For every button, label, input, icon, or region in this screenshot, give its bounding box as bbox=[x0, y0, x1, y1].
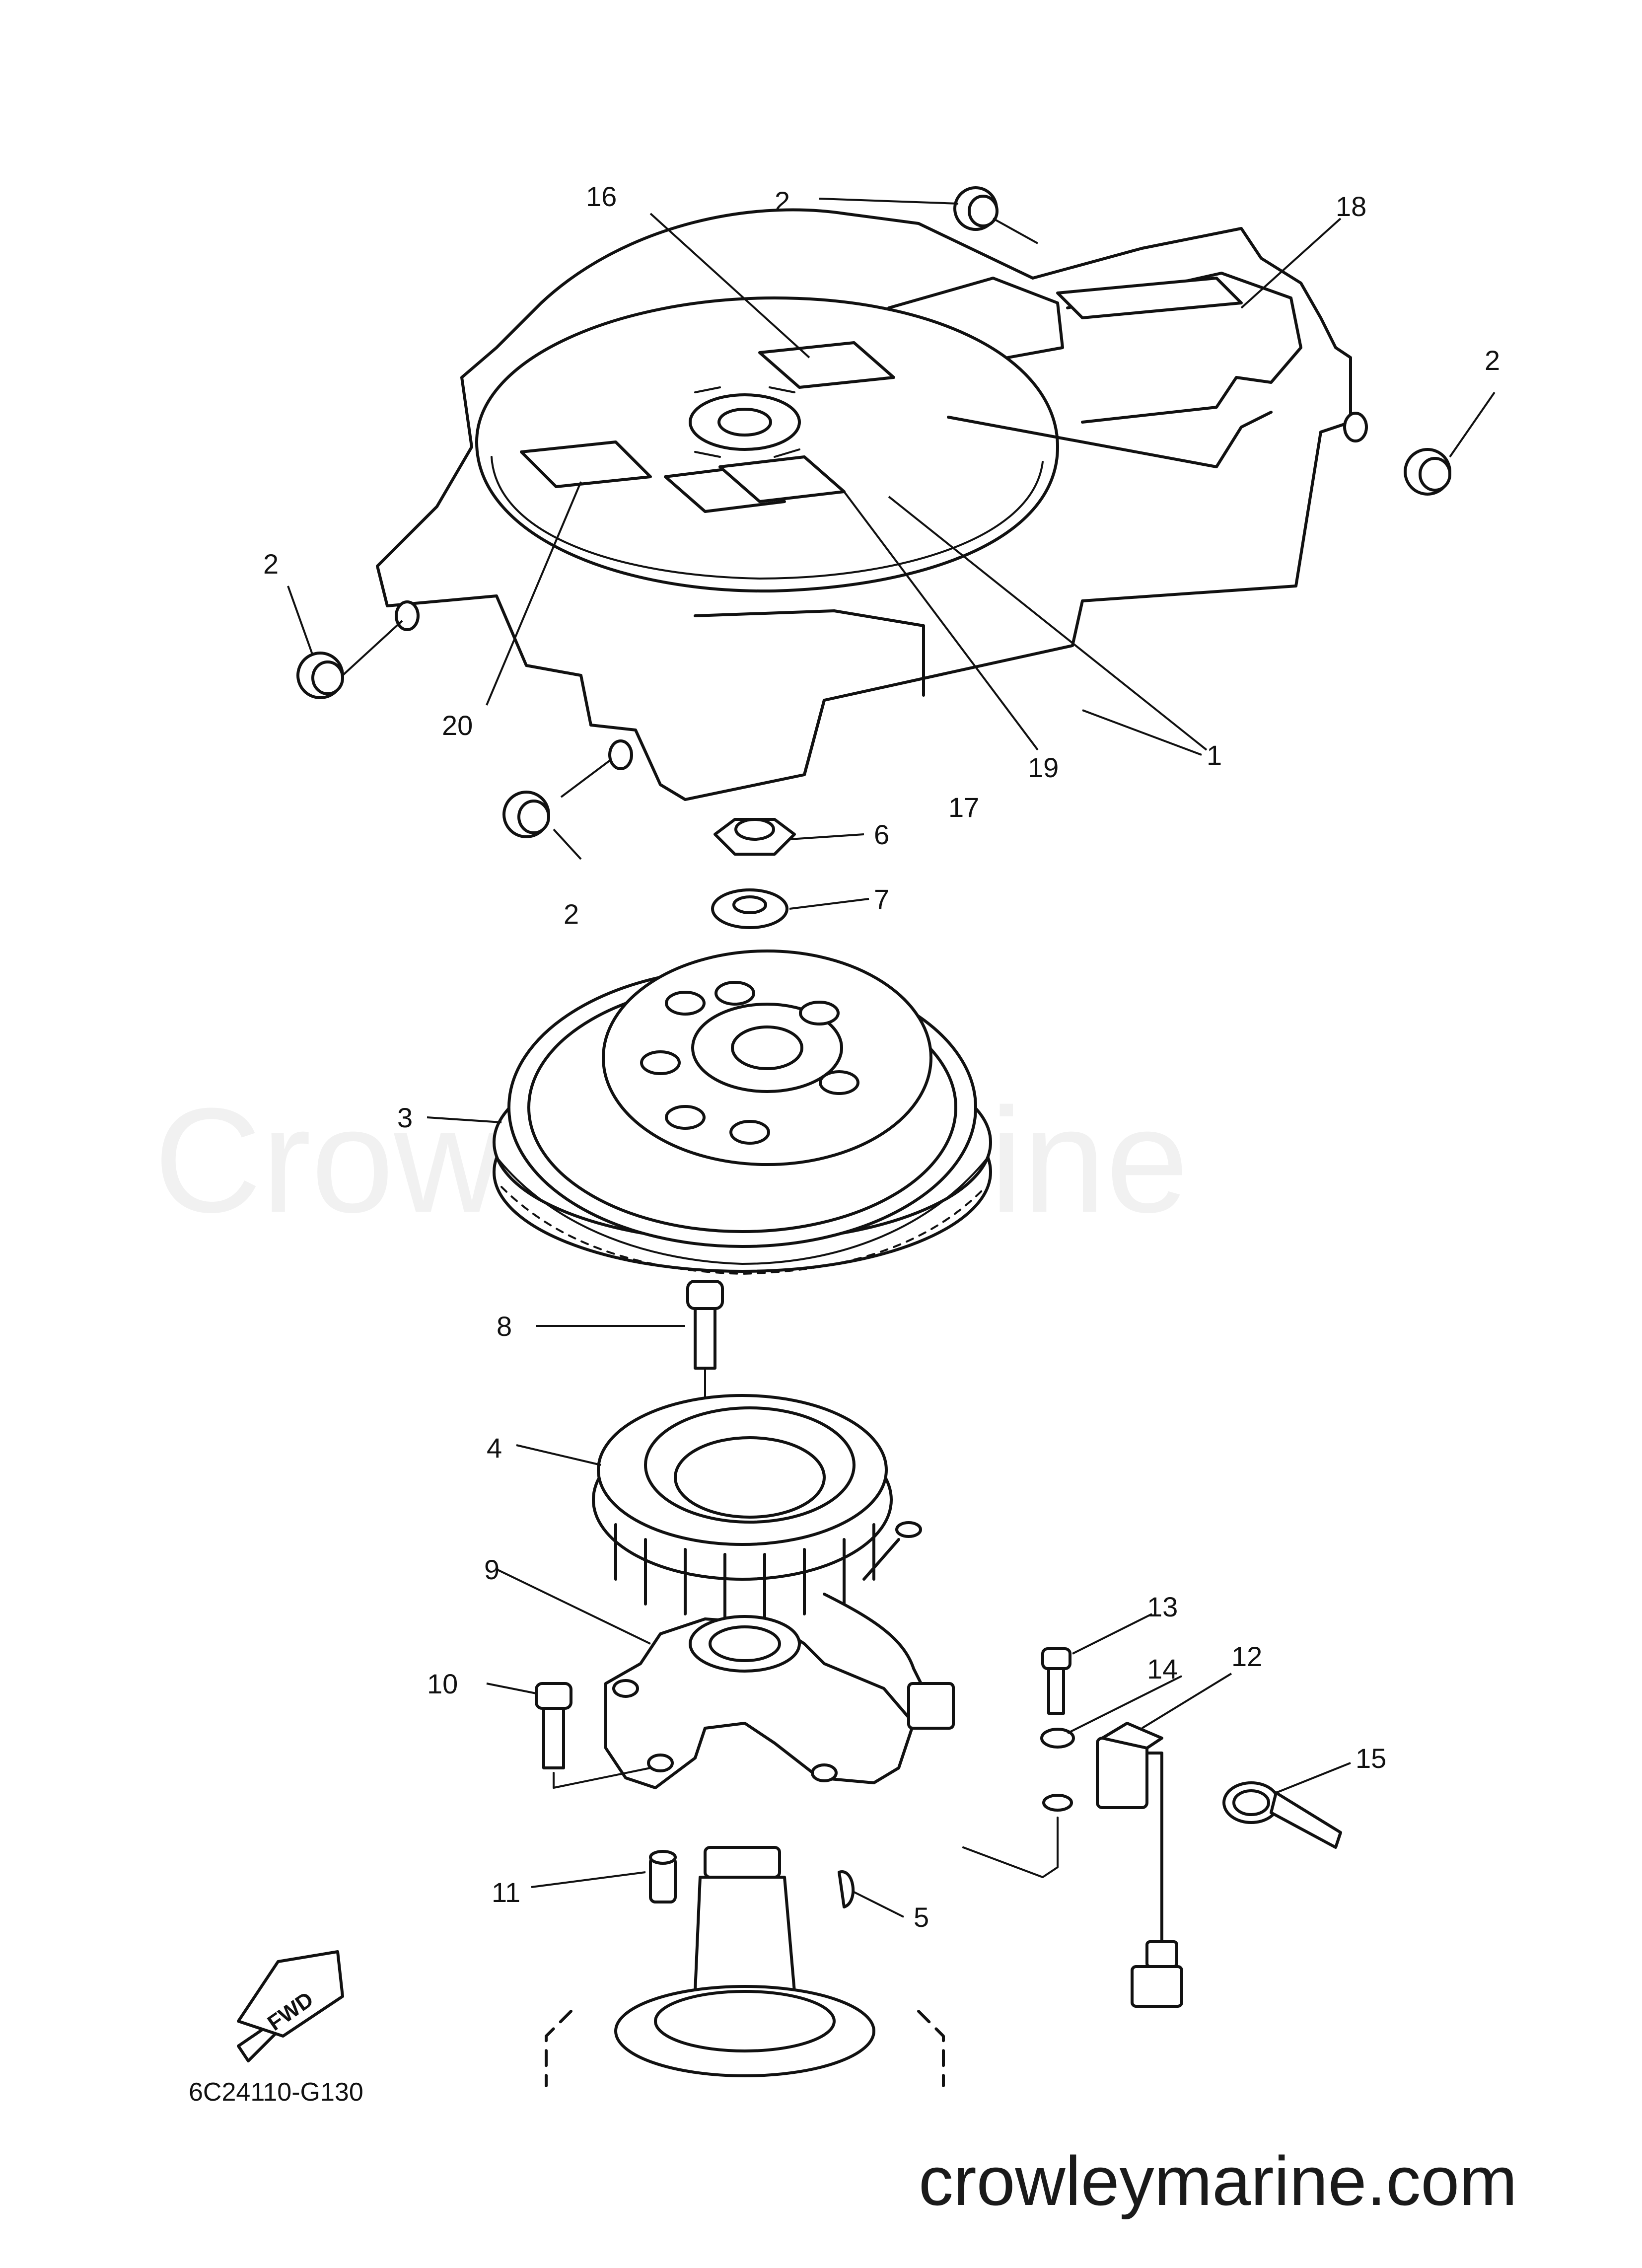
pulser-coil bbox=[1042, 1722, 1183, 2008]
callout-17: 17 bbox=[948, 792, 979, 823]
callout-numbers: 16 2 18 2 2 20 19 1 17 6 7 2 3 8 4 9 13 … bbox=[263, 181, 1500, 1933]
callout-8: 8 bbox=[497, 1311, 512, 1342]
callout-12: 12 bbox=[1231, 1641, 1262, 1672]
screw-guide-line bbox=[553, 1767, 651, 1789]
callout-2: 2 bbox=[564, 898, 579, 930]
callout-11: 11 bbox=[492, 1877, 520, 1908]
callout-16: 16 bbox=[586, 181, 617, 212]
callout-4: 4 bbox=[487, 1432, 502, 1463]
callout-20: 20 bbox=[442, 710, 473, 741]
woodruff-key bbox=[838, 1870, 855, 1908]
grommet-lower bbox=[502, 791, 550, 838]
callout-14: 14 bbox=[1147, 1653, 1178, 1684]
callout-2: 2 bbox=[263, 548, 279, 580]
leader-lines bbox=[287, 198, 1496, 1918]
grommet-top bbox=[953, 186, 999, 231]
fwd-arrow-icon: FWD bbox=[237, 1950, 344, 2062]
callout-1: 1 bbox=[1207, 739, 1222, 771]
drawing-code: 6C24110-G130 bbox=[189, 2078, 363, 2107]
callout-3: 3 bbox=[397, 1102, 413, 1133]
callout-15: 15 bbox=[1356, 1743, 1386, 1774]
callout-18: 18 bbox=[1336, 191, 1366, 222]
grommet-right bbox=[1404, 448, 1451, 496]
stator-connector bbox=[907, 1682, 955, 1730]
stator-base bbox=[604, 1615, 915, 1789]
callout-13: 13 bbox=[1147, 1591, 1178, 1622]
flywheel-nut bbox=[714, 818, 796, 856]
collar bbox=[649, 1850, 677, 1903]
pulser-screw bbox=[1041, 1647, 1071, 1715]
flywheel-cover bbox=[376, 208, 1368, 801]
callout-10: 10 bbox=[427, 1668, 458, 1699]
flywheel-washer bbox=[711, 888, 788, 929]
flywheel bbox=[493, 950, 992, 1275]
callout-2: 2 bbox=[775, 186, 790, 217]
callout-19: 19 bbox=[1028, 752, 1059, 783]
callout-5: 5 bbox=[914, 1902, 929, 1933]
grommet-left bbox=[296, 652, 344, 699]
cable-tie bbox=[1222, 1781, 1342, 1849]
callout-7: 7 bbox=[874, 883, 889, 915]
stator bbox=[592, 1394, 925, 1690]
callout-2: 2 bbox=[1485, 345, 1500, 376]
pulser-guide-line bbox=[962, 1817, 1059, 1878]
callout-9: 9 bbox=[484, 1554, 500, 1585]
stator-bolt bbox=[686, 1280, 724, 1421]
footer-website: crowleymarine.com bbox=[919, 2142, 1517, 2220]
crankshaft bbox=[545, 1846, 945, 2087]
pulser-washer bbox=[1040, 1728, 1075, 1749]
callout-6: 6 bbox=[874, 819, 889, 850]
base-screw bbox=[535, 1682, 572, 1769]
